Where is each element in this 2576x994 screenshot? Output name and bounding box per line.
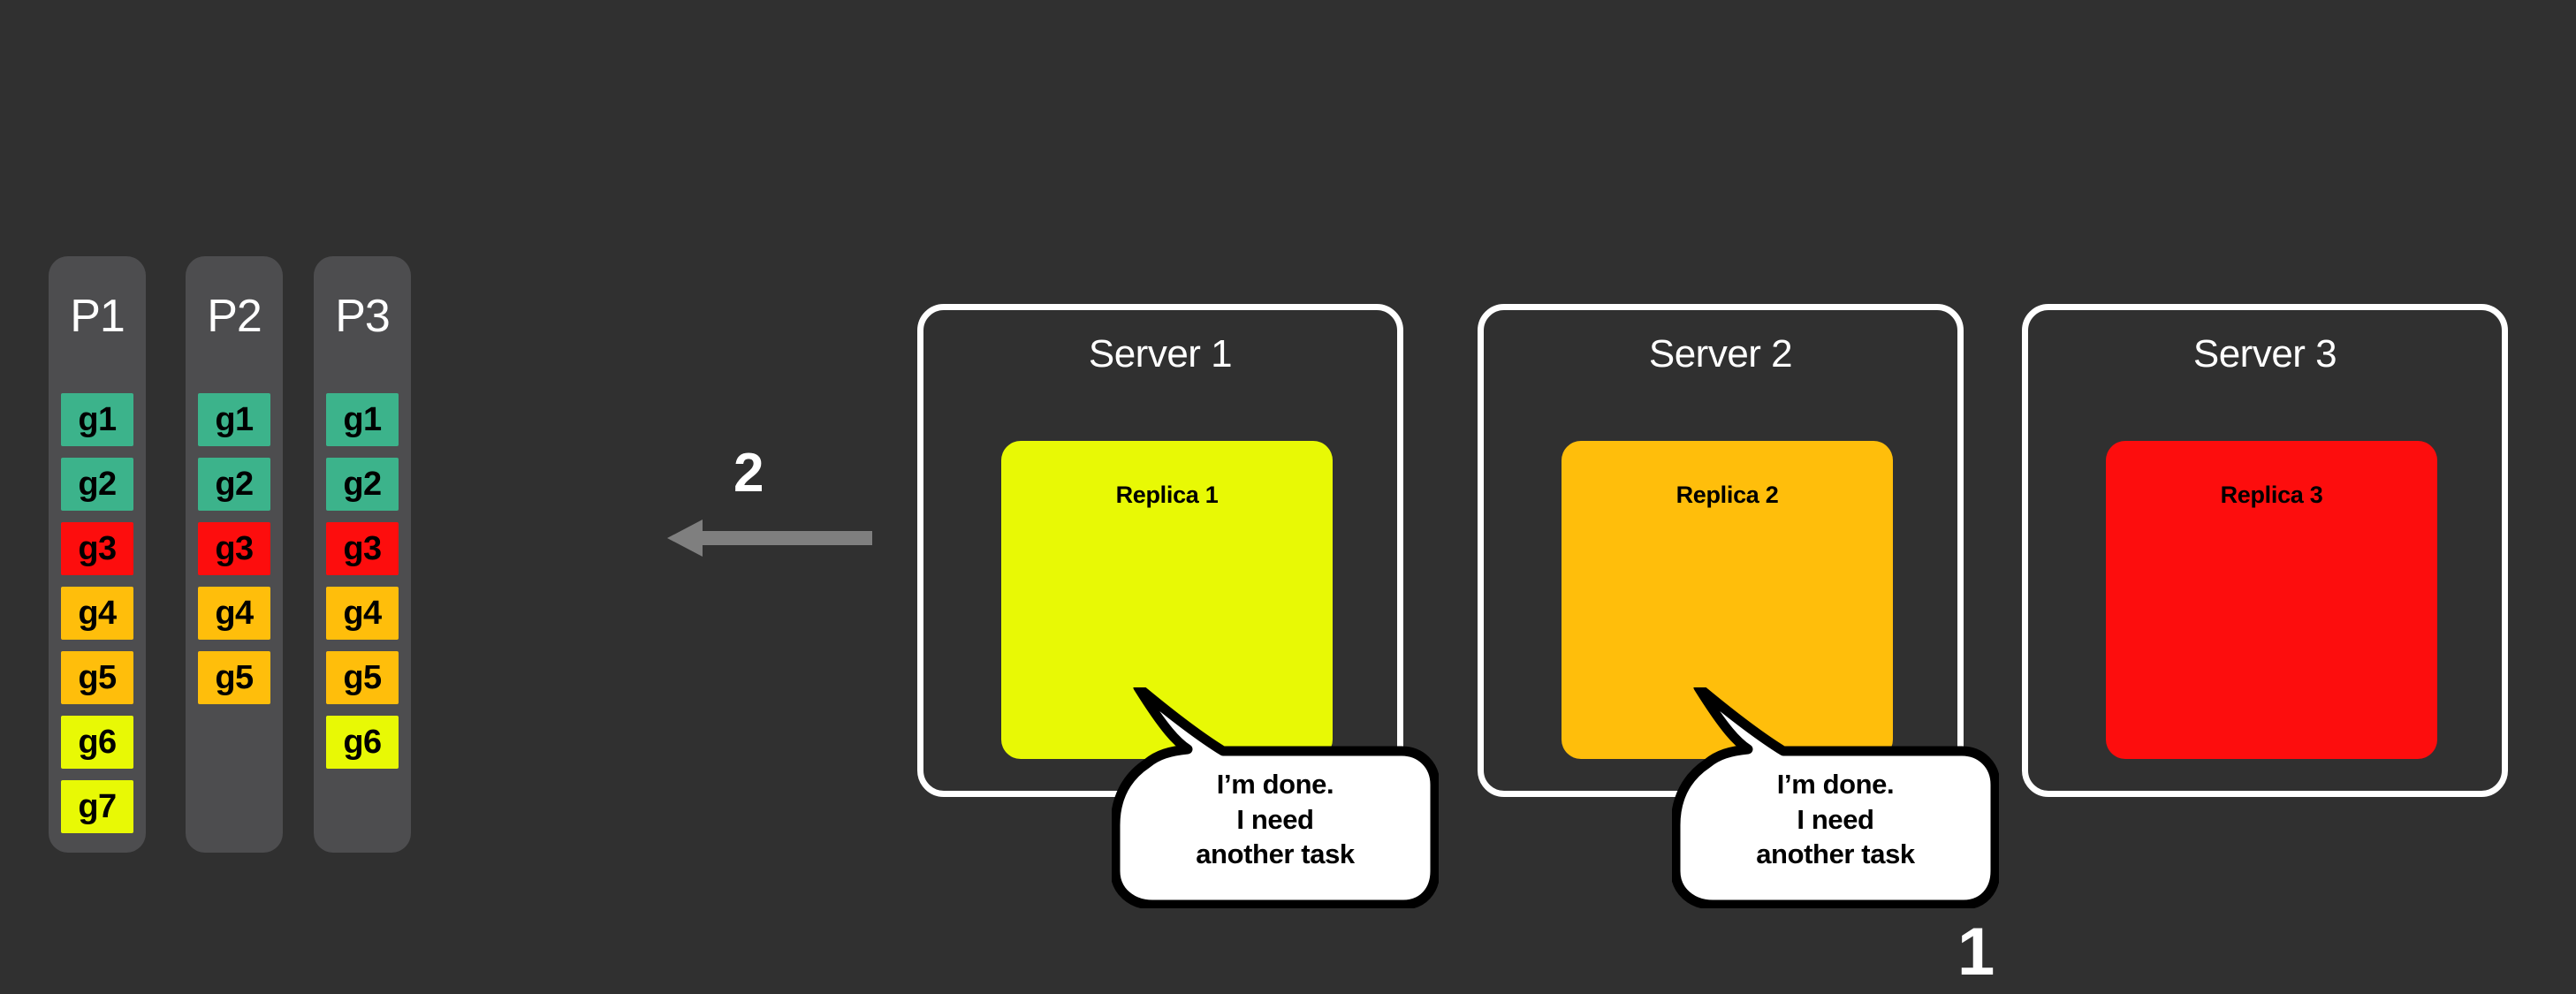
replica-label: Replica 3 [2220, 482, 2323, 508]
partition-label: P1 [70, 291, 125, 342]
replica-label: Replica 1 [1115, 482, 1219, 508]
partition-column-p3: P3 g1 g2 g3 g4 g5 g6 [314, 256, 411, 853]
task-block: g2 [326, 458, 399, 511]
task-block: g3 [326, 522, 399, 575]
partition-column-p1: P1 g1 g2 g3 g4 g5 g6 g7 [49, 256, 146, 853]
task-stack: g1 g2 g3 g4 g5 g6 [326, 393, 399, 780]
replica-box-3: Replica 3 [2106, 441, 2437, 759]
server-label: Server 3 [2192, 332, 2337, 376]
request-arrow-icon [667, 520, 872, 557]
speech-bubble-text: I’m done. I need another task [1196, 769, 1355, 870]
task-block: g3 [61, 522, 133, 575]
task-block: g3 [198, 522, 270, 575]
task-block: g2 [198, 458, 270, 511]
task-block: g5 [198, 651, 270, 704]
partition-label: P2 [207, 291, 262, 342]
speech-bubble-text: I’m done. I need another task [1756, 769, 1915, 870]
step-number-2: 2 [733, 443, 764, 504]
task-block: g1 [61, 393, 133, 446]
server-box-3: Server 3 Replica 3 [2022, 304, 2508, 797]
task-block: g1 [198, 393, 270, 446]
task-block: g6 [326, 716, 399, 769]
task-block: g5 [61, 651, 133, 704]
task-stack: g1 g2 g3 g4 g5 g6 g7 [61, 393, 133, 845]
server-label: Server 2 [1648, 332, 1793, 376]
task-block: g1 [326, 393, 399, 446]
task-block: g2 [61, 458, 133, 511]
replica-label: Replica 2 [1676, 482, 1779, 508]
task-stack: g1 g2 g3 g4 g5 [198, 393, 270, 716]
partition-label: P3 [335, 291, 391, 342]
task-block: g4 [198, 587, 270, 640]
partition-column-p2: P2 g1 g2 g3 g4 g5 [186, 256, 283, 853]
server-label: Server 1 [1088, 332, 1233, 376]
task-block: g5 [326, 651, 399, 704]
task-block: g4 [61, 587, 133, 640]
task-block: g6 [61, 716, 133, 769]
step-number-1: 1 [1957, 914, 1995, 990]
speech-bubble-server-1: I’m done. I need another task [1112, 687, 1439, 908]
speech-bubble-server-2: I’m done. I need another task [1672, 687, 1999, 908]
task-block: g7 [61, 780, 133, 833]
task-block: g4 [326, 587, 399, 640]
